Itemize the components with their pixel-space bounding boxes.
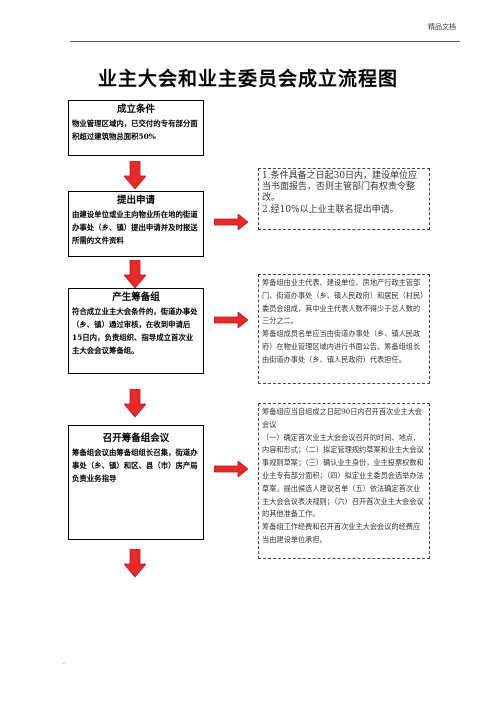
note-line: 筹备组成员名单应当由街道办事处（乡、镇人民政府）在物业管理区域内进行书面公告。筹… bbox=[262, 329, 421, 364]
note-box-preparatory-group: 筹备组由业主代表、建设单位、房地产行政主管部门、街道办事处（乡、镇人民政府）和居… bbox=[258, 274, 430, 384]
note-box-group-meeting: 筹备组应当自组成之日起90日内召开首次业主大会会议 （一）确定首次业主大会会议召… bbox=[258, 403, 430, 559]
step-title: 召开筹备组会议 bbox=[102, 433, 170, 444]
note-line: 2.经10%以上业主联名提出申请。 bbox=[262, 204, 399, 215]
step-box-application: 提出申请 由建设单位或业主向物业所在地的街道办事处（乡、镇）提出申请并及时报送所… bbox=[68, 191, 204, 257]
arrow-right-icon bbox=[214, 214, 248, 230]
step-title: 成立条件 bbox=[116, 104, 155, 115]
header-mark: 精品文档 bbox=[428, 23, 456, 31]
step-body: 筹备组会议由筹备组组长召集，街道办事处（乡、镇）和区、县（市）房产局负责业务指导 bbox=[72, 448, 198, 483]
note-line: 筹备组应当自组成之日起90日内召开首次业主大会会议 bbox=[262, 407, 423, 429]
step-title: 产生筹备组 bbox=[112, 292, 160, 303]
step-title: 提出申请 bbox=[116, 195, 155, 206]
step-body: 物业管理区域内，已交付的专有部分面积超过建筑物总面积50% bbox=[72, 119, 198, 141]
step-box-group-meeting: 召开筹备组会议 筹备组会议由筹备组组长召集，街道办事处（乡、镇）和区、县（市）房… bbox=[68, 425, 204, 540]
arrow-down-icon bbox=[124, 161, 146, 189]
note-box-application: 1.条件具备之日起30日内，建设单位应当书面报告，否则主管部门有权责令整改。 2… bbox=[258, 168, 430, 230]
header-divider bbox=[70, 41, 460, 42]
note-line: 筹备组工作经费和召开首次业主大会会议的经费应当由建设单位承担。 bbox=[262, 522, 421, 544]
note-line: （一）确定首次业主大会会议召开的时间、地点、内容和形式；（二）拟定管理规约草案和… bbox=[262, 432, 424, 519]
footer-dot: . bbox=[63, 659, 65, 666]
page-title: 业主大会和业主委员会成立流程图 bbox=[97, 68, 398, 90]
step-body: 由建设单位或业主向物业所在地的街道办事处（乡、镇）提出申请并及时报送所需的文件资… bbox=[72, 210, 198, 245]
note-line: 1.条件具备之日起30日内，建设单位应当书面报告，否则主管部门有权责令整改。 bbox=[262, 171, 418, 204]
arrow-down-icon bbox=[124, 389, 146, 417]
arrow-right-icon bbox=[214, 461, 248, 477]
step-body: 符合成立业主大会条件的，街道办事处（乡、镇）通过审核，在收到申请后15日内，负责… bbox=[72, 307, 198, 355]
step-box-preparatory-group: 产生筹备组 符合成立业主大会条件的，街道办事处（乡、镇）通过审核，在收到申请后1… bbox=[68, 288, 204, 374]
arrow-down-icon bbox=[124, 260, 146, 288]
note-line: 筹备组由业主代表、建设单位、房地产行政主管部门、街道办事处（乡、镇人民政府）和居… bbox=[262, 278, 424, 326]
arrow-down-icon bbox=[124, 549, 146, 577]
arrow-right-icon bbox=[214, 312, 248, 328]
step-box-conditions: 成立条件 物业管理区域内，已交付的专有部分面积超过建筑物总面积50% bbox=[68, 100, 204, 156]
